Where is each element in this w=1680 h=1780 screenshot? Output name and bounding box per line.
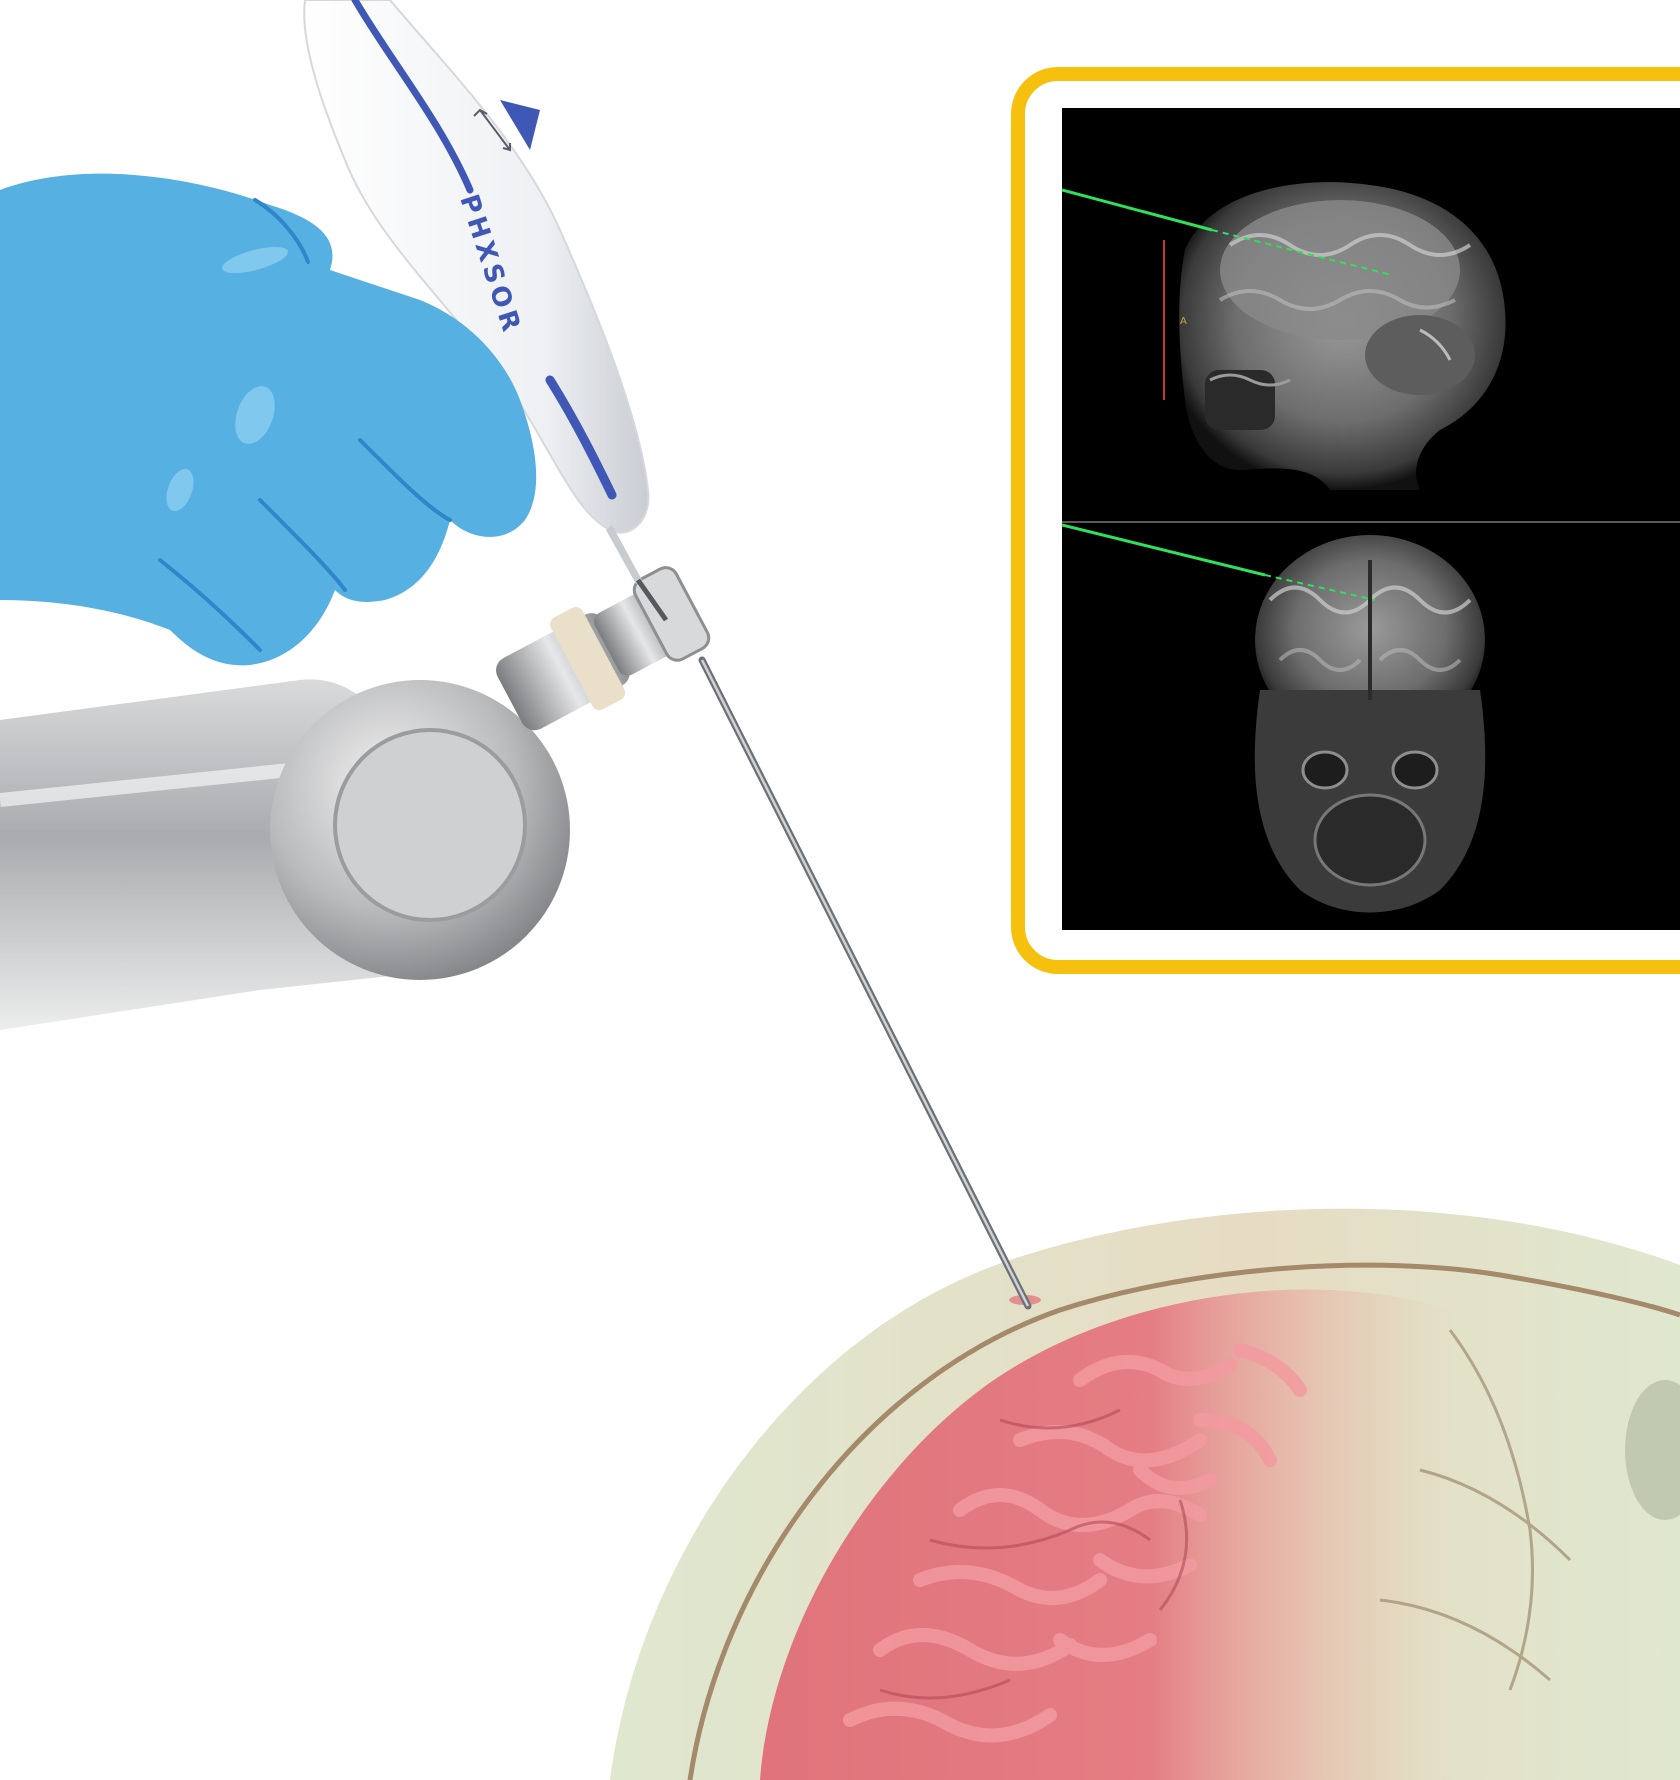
mri-coronal-view — [1062, 523, 1486, 913]
brain-sulci — [879, 1408, 1189, 1700]
instrument-holder — [496, 566, 711, 731]
joint-cap — [333, 728, 527, 922]
mri-sagittal-view: A — [1062, 182, 1506, 490]
device-stripe — [351, 0, 474, 194]
glove-creases — [158, 198, 452, 652]
gloved-hand — [0, 173, 537, 666]
trajectory-line-sagittal — [1062, 188, 1213, 232]
glove-highlights — [166, 246, 288, 512]
trajectory-line-coronal — [1062, 523, 1266, 577]
device-stripe-lower — [545, 375, 617, 500]
eye-socket — [1625, 1380, 1680, 1520]
device-tip — [606, 525, 642, 584]
navigation-monitor: A — [1011, 67, 1680, 974]
handheld-device: PHXSOR — [303, 0, 669, 622]
face-contours — [1379, 1329, 1572, 1691]
brain-folds — [843, 1343, 1307, 1743]
brain — [760, 1289, 1470, 1780]
orientation-marker: A — [1180, 316, 1187, 327]
skull-outline — [687, 1262, 1680, 1780]
biopsy-needle — [698, 656, 1032, 1310]
arrow-icon — [473, 108, 511, 152]
head-illustration — [610, 1208, 1680, 1780]
device-button-icon — [500, 100, 540, 150]
robotic-arm — [0, 566, 711, 1030]
planned-path-coronal — [1264, 574, 1376, 601]
planned-path-sagittal — [1211, 229, 1393, 276]
